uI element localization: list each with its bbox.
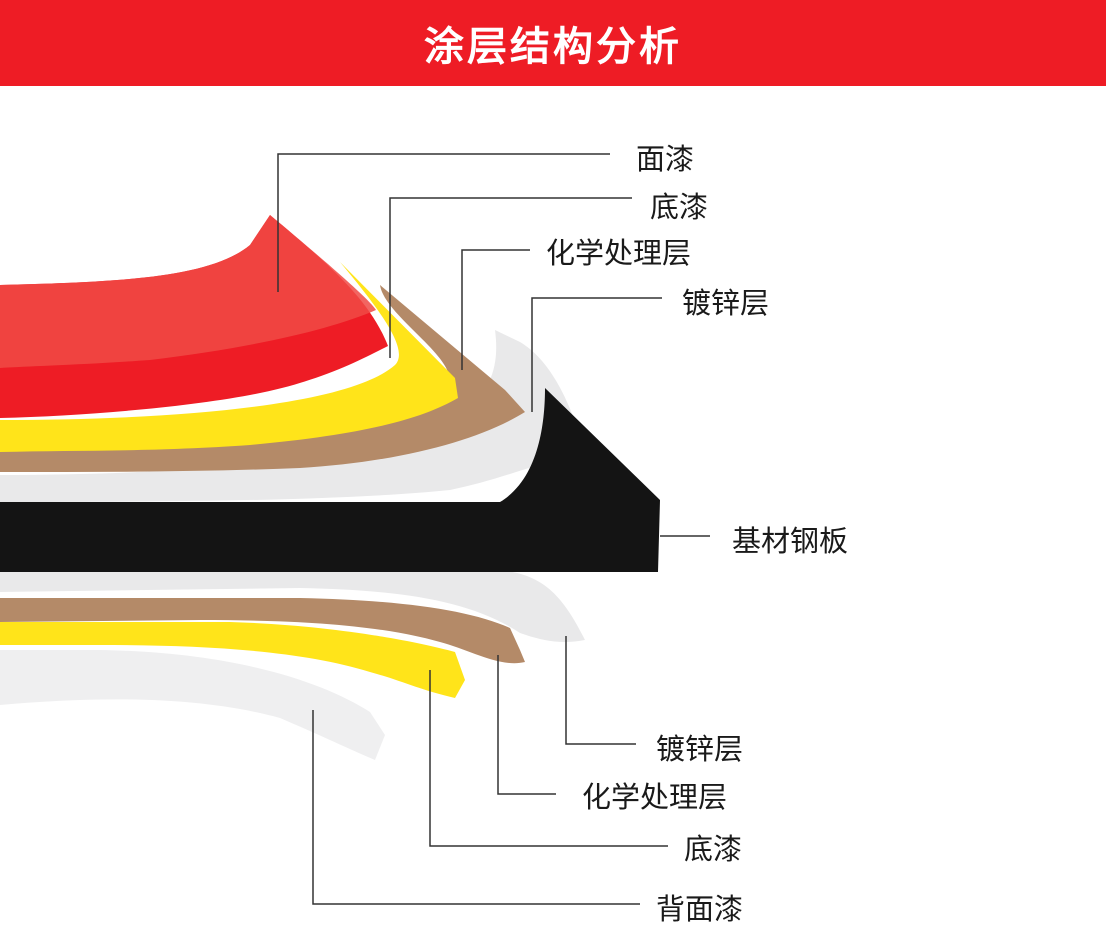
top-galvanized-layer [0,330,585,502]
label-top-galvanized: 镀锌层 [682,286,770,320]
label-steel-substrate: 基材钢板 [732,524,849,558]
label-topcoat: 面漆 [636,142,695,176]
bottom-primer-layer [0,622,465,698]
leader-line-bottom-galvanized [565,636,636,745]
title-banner: 涂层结构分析 [0,0,1106,86]
steel-substrate-layer [0,388,660,572]
label-bottom-primer: 底漆 [684,832,743,866]
top-chemical-treatment-layer [0,285,525,472]
leader-line-top-galvanized [531,297,662,412]
leader-line-top-chemical [461,249,530,370]
label-bottom-galvanized: 镀锌层 [656,732,744,766]
label-bottom-chemical-treatment: 化学处理层 [582,780,728,814]
label-back-coat: 背面漆 [656,892,744,926]
bottom-galvanized-layer [0,570,585,643]
coating-structure-diagram [0,153,710,905]
leader-line-topcoat [277,153,610,292]
leader-line-bottom-chemical [497,655,556,795]
label-top-chemical-treatment: 化学处理层 [546,236,692,270]
leader-line-top-primer [389,197,632,358]
bottom-back-coat-layer [0,650,385,760]
leader-line-back-coat [312,710,640,905]
topcoat-highlight [0,215,376,368]
bottom-chemical-treatment-layer [0,598,525,664]
page-title: 涂层结构分析 [424,24,682,70]
leader-lines [277,153,710,905]
leader-line-bottom-primer [429,670,668,847]
top-primer-layer [0,262,458,452]
label-top-primer: 底漆 [650,190,709,224]
